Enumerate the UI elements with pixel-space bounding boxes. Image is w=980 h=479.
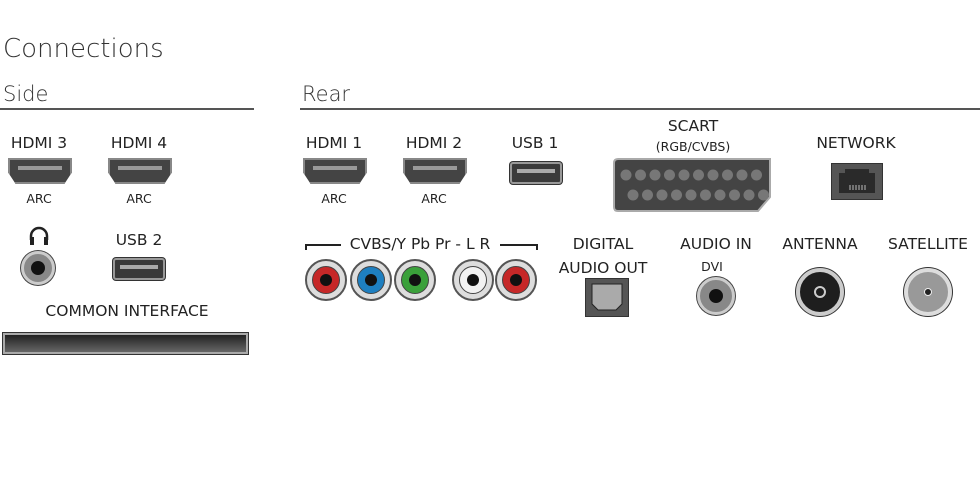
scart-pin bbox=[627, 189, 639, 201]
cvbs-bracket-left-tick bbox=[305, 244, 307, 250]
cvbs-bracket-right-tick bbox=[536, 244, 538, 250]
scart-pin bbox=[664, 169, 675, 181]
rca-jack-blue-icon bbox=[350, 259, 392, 301]
scart-pin bbox=[729, 189, 740, 201]
scart-pin bbox=[656, 189, 668, 201]
cvbs-label: CVBS/Y Pb Pr - L R bbox=[349, 235, 491, 253]
hdmi3-arc-label: ARC bbox=[26, 191, 52, 206]
scart-pin bbox=[693, 169, 704, 181]
scart-pin bbox=[751, 169, 762, 181]
satellite-port-icon bbox=[904, 268, 952, 316]
hdmi1-port-icon bbox=[303, 158, 367, 184]
common-interface-label: COMMON INTERFACE bbox=[45, 302, 209, 320]
side-heading: Side bbox=[3, 82, 49, 106]
rca-jack-red-icon bbox=[495, 259, 537, 301]
antenna-label: ANTENNA bbox=[782, 235, 858, 253]
scart-pin bbox=[736, 169, 748, 181]
page-title: Connections bbox=[3, 34, 164, 64]
hdmi2-arc-label: ARC bbox=[421, 191, 447, 206]
scart-pin bbox=[743, 189, 755, 201]
common-interface-slot-icon bbox=[3, 333, 248, 354]
scart-pin bbox=[635, 169, 646, 181]
usb2-port-icon bbox=[113, 258, 165, 280]
scart-pin bbox=[707, 169, 719, 181]
scart-pin bbox=[642, 189, 653, 201]
headphone-jack-icon bbox=[21, 251, 55, 285]
network-port-icon bbox=[831, 163, 883, 200]
network-label: NETWORK bbox=[816, 134, 896, 152]
cvbs-bracket-left bbox=[305, 244, 341, 246]
audio-in-jack-icon bbox=[697, 277, 735, 315]
cvbs-bracket-right bbox=[500, 244, 537, 246]
hdmi2-port-icon bbox=[403, 158, 467, 184]
hdmi4-label: HDMI 4 bbox=[110, 134, 168, 152]
scart-pin bbox=[649, 169, 661, 181]
hdmi1-label: HDMI 1 bbox=[305, 134, 363, 152]
scart-pin bbox=[722, 169, 733, 181]
scart-sub-label: (RGB/CVBS) bbox=[655, 139, 731, 154]
rear-heading: Rear bbox=[302, 82, 351, 106]
scart-port-icon bbox=[613, 158, 771, 212]
side-divider bbox=[0, 108, 254, 110]
hdmi3-label: HDMI 3 bbox=[10, 134, 68, 152]
rca-jack-green-icon bbox=[394, 259, 436, 301]
audio-in-label: AUDIO IN bbox=[680, 235, 752, 253]
antenna-port-icon bbox=[796, 268, 844, 316]
scart-label: SCART bbox=[667, 117, 719, 135]
dvi-label: DVI bbox=[701, 259, 723, 274]
optical-port-icon bbox=[585, 278, 629, 317]
usb1-label: USB 1 bbox=[511, 134, 559, 152]
hdmi4-arc-label: ARC bbox=[126, 191, 152, 206]
digital-audio-out-label-1: DIGITAL bbox=[572, 235, 634, 253]
scart-pin bbox=[620, 169, 632, 181]
scart-pin bbox=[678, 169, 690, 181]
scart-pin bbox=[700, 189, 711, 201]
hdmi4-port-icon bbox=[108, 158, 172, 184]
usb2-label: USB 2 bbox=[115, 231, 163, 249]
hdmi3-port-icon bbox=[8, 158, 72, 184]
scart-pin bbox=[671, 189, 682, 201]
rear-divider bbox=[300, 108, 980, 110]
rca-jack-red-icon bbox=[305, 259, 347, 301]
scart-pin bbox=[758, 189, 769, 201]
satellite-label: SATELLITE bbox=[888, 235, 968, 253]
headphone-icon bbox=[29, 226, 49, 245]
hdmi1-arc-label: ARC bbox=[321, 191, 347, 206]
scart-pin bbox=[685, 189, 697, 201]
scart-pin bbox=[714, 189, 726, 201]
digital-audio-out-label-2: AUDIO OUT bbox=[558, 259, 648, 277]
usb1-port-icon bbox=[510, 162, 562, 184]
hdmi2-label: HDMI 2 bbox=[405, 134, 463, 152]
rca-jack-white-icon bbox=[452, 259, 494, 301]
